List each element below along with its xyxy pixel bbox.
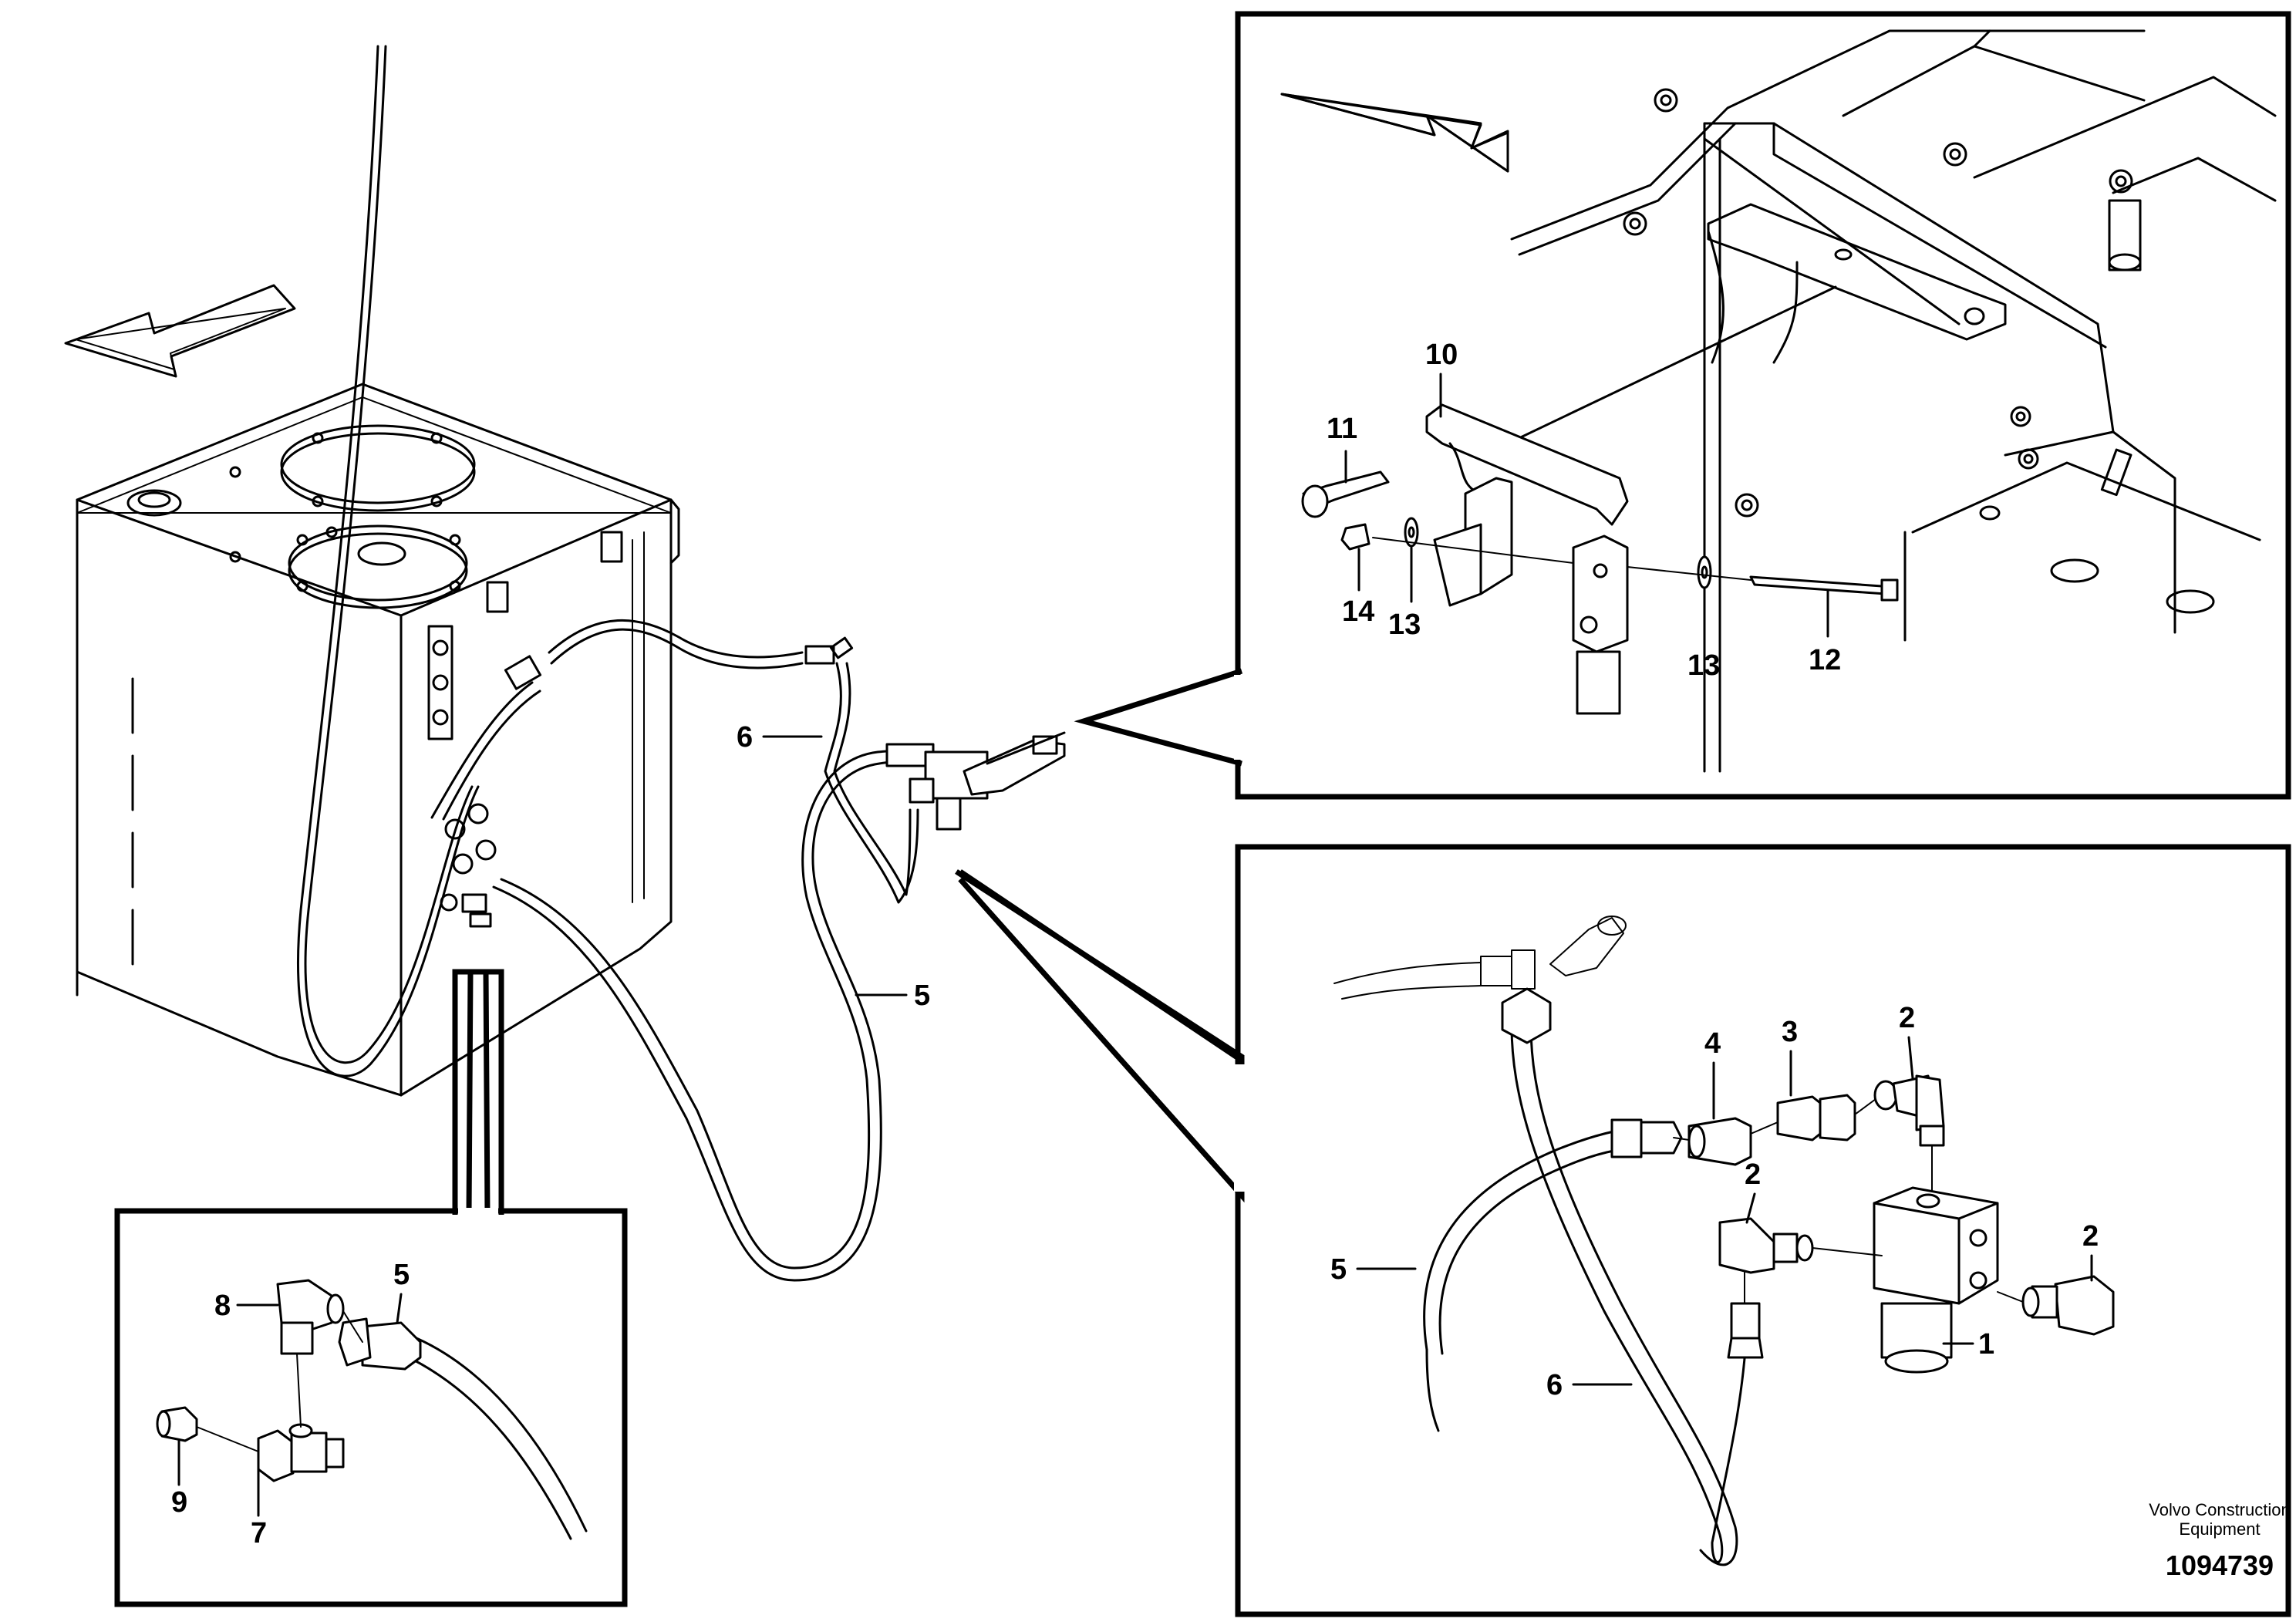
callout-bracket-pointer — [1074, 668, 1243, 767]
label-tee-hose-5: 5 — [393, 1259, 410, 1291]
label-part-2-top: 2 — [1899, 1002, 1915, 1034]
hose-6 — [824, 662, 919, 904]
label-part-13-right: 13 — [1687, 649, 1720, 682]
drawing-number: 1094739 — [2166, 1549, 2274, 1581]
sensor-cable — [297, 45, 480, 1077]
label-part-2-right: 2 — [2082, 1220, 2099, 1253]
main-labels: 6 5 — [737, 721, 930, 1012]
brand-line-2: Equipment — [2179, 1519, 2260, 1539]
valve-assembly-main — [885, 731, 1066, 831]
return-hose — [430, 619, 854, 821]
label-part-9: 9 — [171, 1486, 187, 1519]
label-detail-hose-6: 6 — [1546, 1369, 1563, 1401]
label-part-10: 10 — [1425, 339, 1458, 371]
label-part-7: 7 — [251, 1517, 267, 1549]
callout-valve-upper — [959, 869, 1243, 1063]
label-part-14: 14 — [1342, 595, 1374, 628]
label-main-hose-5: 5 — [914, 980, 930, 1012]
detail-frame-tee — [114, 1208, 628, 1607]
label-part-1: 1 — [1978, 1328, 1994, 1361]
detail-bracket-drawing — [1280, 29, 2277, 773]
callout-tee-join — [458, 1208, 498, 1219]
label-detail-hose-5: 5 — [1330, 1253, 1347, 1286]
callout-tee-pointer — [452, 969, 504, 1215]
detail-frame-bracket — [1235, 11, 2291, 800]
label-part-11: 11 — [1327, 413, 1357, 445]
label-part-4: 4 — [1704, 1027, 1721, 1060]
detail-tee-drawing — [156, 1279, 588, 1540]
label-part-8: 8 — [214, 1290, 231, 1322]
label-part-12: 12 — [1809, 644, 1841, 676]
detail-bracket-labels: 10 11 14 13 13 12 — [1327, 339, 1841, 682]
detail-valve-drawing — [1333, 916, 2115, 1566]
label-part-2-left: 2 — [1745, 1158, 1761, 1191]
detail-tee-labels: 5 8 9 7 — [171, 1259, 410, 1549]
detail-valve-labels: 2 3 4 2 2 1 5 6 — [1330, 1002, 2099, 1401]
callout-bracket-join — [1234, 675, 1245, 760]
hydraulic-tank — [76, 383, 680, 1097]
direction-arrow-main — [64, 284, 296, 378]
label-part-3: 3 — [1782, 1016, 1798, 1048]
callout-valve-join — [1234, 1064, 1245, 1192]
hose-5 — [492, 748, 927, 1282]
brand-line-1: Volvo Construction — [2149, 1500, 2290, 1519]
callout-tee-inner — [466, 969, 491, 1216]
callout-valve-lower — [958, 877, 1244, 1198]
title-block: Volvo Construction Equipment 1094739 — [2149, 1500, 2290, 1581]
label-main-hose-6: 6 — [737, 721, 753, 754]
label-part-13-left: 13 — [1388, 609, 1421, 641]
